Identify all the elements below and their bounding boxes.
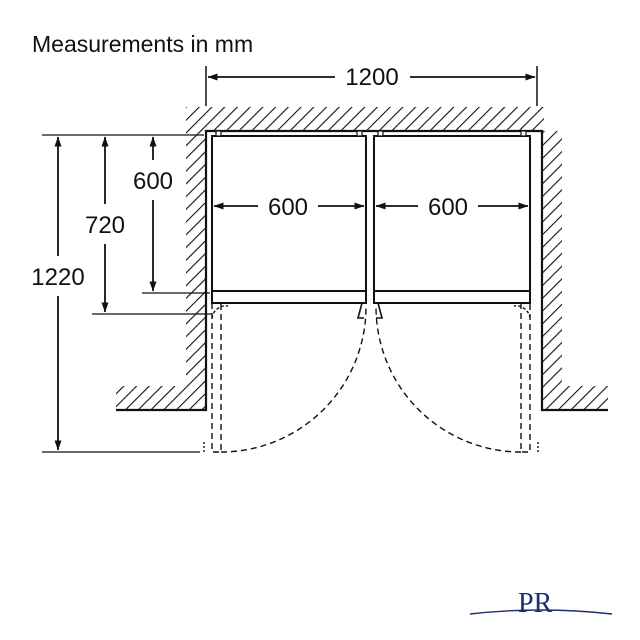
dimension-total-width: 1200 (205, 64, 538, 106)
dimension-label-depth-doors-open: 1220 (31, 264, 84, 291)
dimension-depth-cabinet: 600 (133, 136, 173, 292)
dimension-label-depth-with-doors: 720 (85, 212, 125, 239)
dimension-label-depth-cabinet: 600 (133, 168, 173, 195)
appliance-top-view (211, 130, 531, 319)
diagram-title: Measurements in mm (32, 31, 253, 57)
depth-extension-lines (42, 134, 212, 453)
right-floor-wall (562, 386, 608, 411)
left-floor-wall (116, 386, 186, 411)
dimension-depth-doors-open: 1220 (31, 136, 85, 451)
dimension-unit-left-width: 600 (213, 194, 365, 221)
dimension-label-total-width: 1200 (345, 64, 398, 91)
door-swing (203, 303, 539, 453)
right-door-closed (373, 290, 531, 304)
niche-outline (116, 129, 608, 412)
dimension-label-unit-right: 600 (428, 194, 468, 221)
left-door-closed (211, 290, 367, 304)
brand-logo: PR (469, 588, 613, 619)
dimension-unit-right-width: 600 (375, 194, 529, 221)
brand-logo-text: PR (518, 588, 553, 619)
niche-walls (116, 107, 608, 412)
dimension-label-unit-left: 600 (268, 194, 308, 221)
back-wall (186, 107, 544, 131)
right-side-wall (542, 131, 562, 411)
dimension-depth-with-doors: 720 (85, 136, 125, 313)
left-side-wall (186, 131, 206, 411)
